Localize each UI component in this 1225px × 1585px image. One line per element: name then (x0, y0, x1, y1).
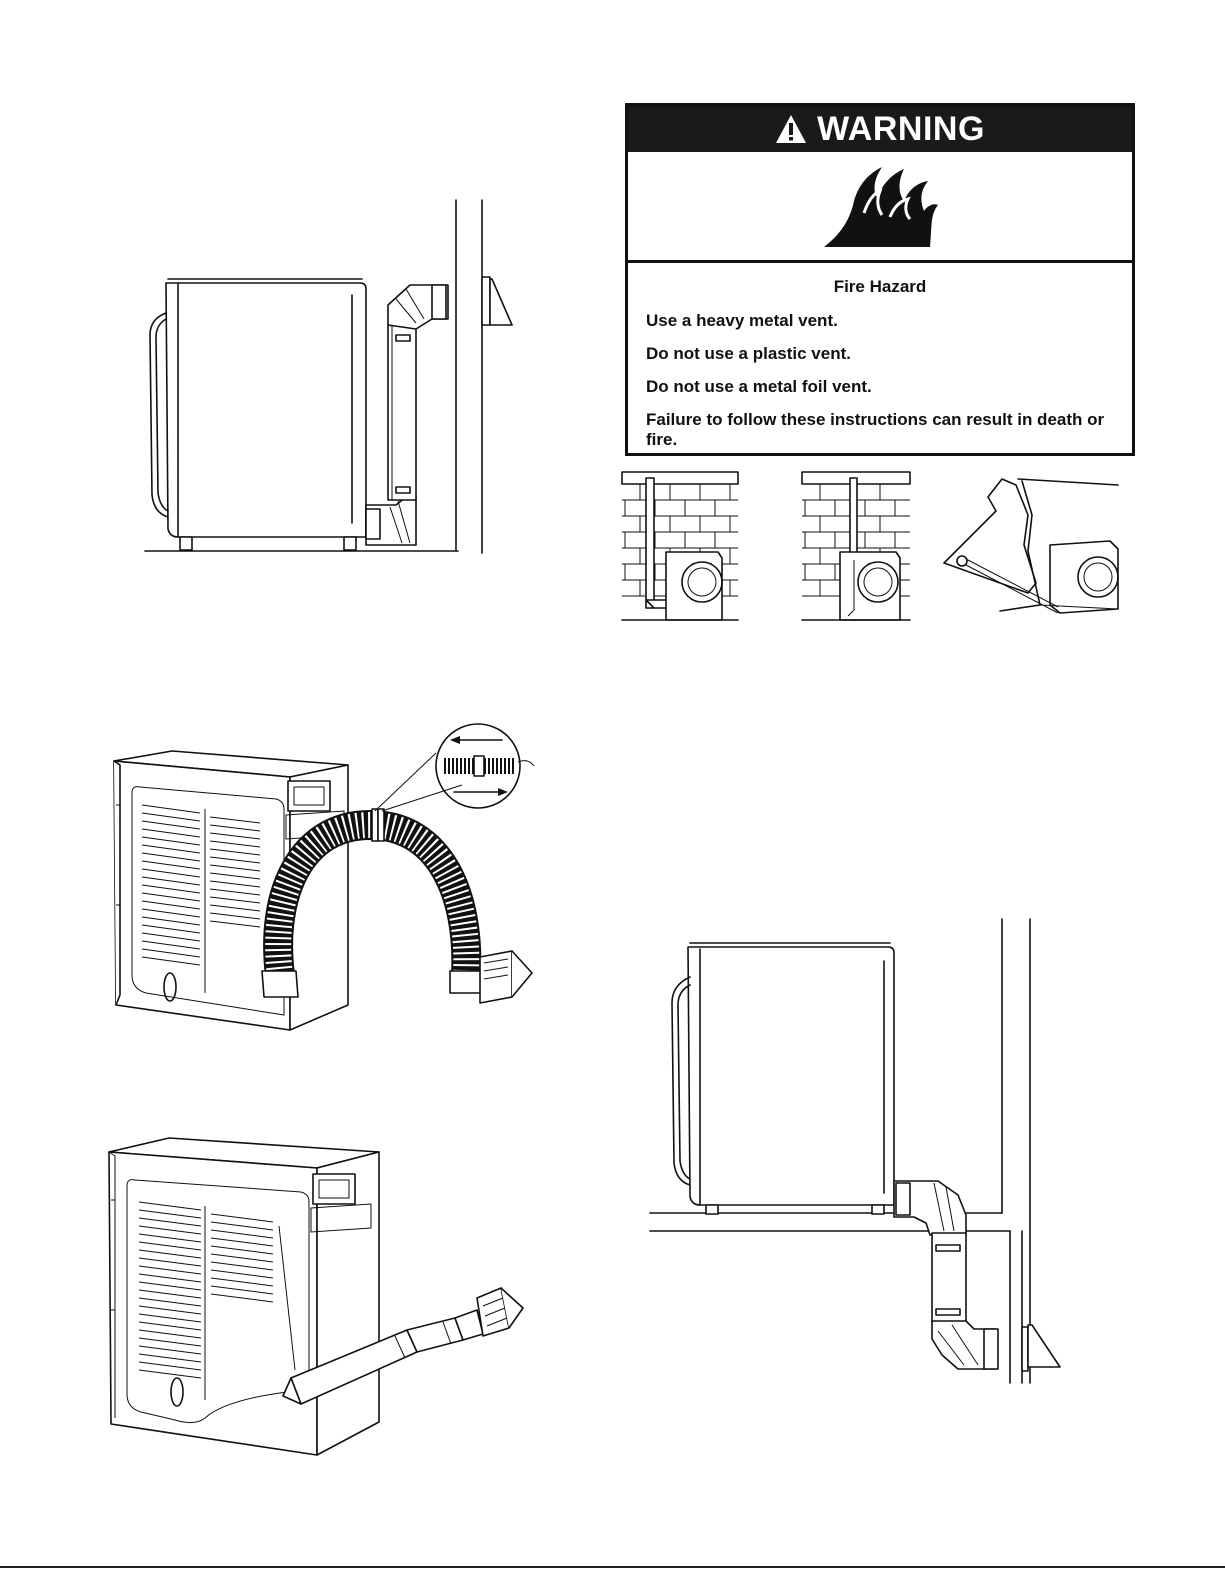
side-wall-vent-figure (940, 475, 1125, 625)
warning-header: WARNING (628, 106, 1132, 152)
warning-line-1: Use a heavy metal vent. (646, 311, 1114, 331)
warning-text: Fire Hazard Use a heavy metal vent. Do n… (628, 263, 1132, 450)
alert-triangle-icon (775, 114, 807, 144)
warning-title: WARNING (817, 110, 985, 149)
hazard-name: Fire Hazard (646, 277, 1114, 297)
flame-icon (820, 161, 940, 251)
side-view-wall-vent-figure (140, 195, 530, 560)
basement-vent-up-figure (620, 470, 740, 625)
arrow-left-icon (450, 736, 460, 744)
arrow-right-icon (498, 788, 508, 796)
warning-line-4: Failure to follow these instructions can… (646, 410, 1114, 450)
side-view-floor-vent-figure (648, 915, 1078, 1385)
page-bottom-rule (0, 1566, 1225, 1568)
warning-symbol-area (628, 152, 1132, 263)
hose-connection-inset (430, 722, 530, 812)
warning-line-3: Do not use a metal foil vent. (646, 377, 1114, 397)
warning-box: WARNING Fire Hazard Use a heavy metal ve… (625, 103, 1135, 456)
basement-vent-behind-figure (800, 470, 912, 625)
rigid-vent-rear-figure (105, 1130, 525, 1460)
warning-line-2: Do not use a plastic vent. (646, 344, 1114, 364)
